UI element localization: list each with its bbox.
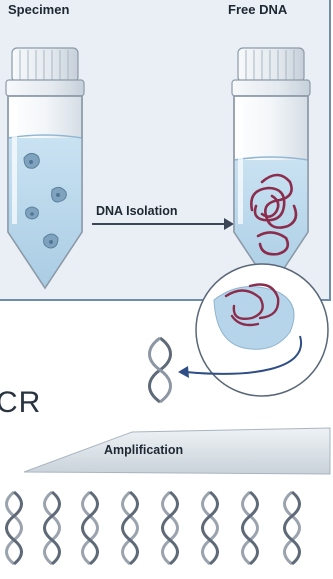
magnifier-icon bbox=[196, 264, 328, 396]
free-dna-label: Free DNA bbox=[228, 2, 287, 17]
dna-isolation-label: DNA Isolation bbox=[96, 204, 177, 218]
dna-helix-icon bbox=[243, 492, 258, 564]
dna-helix-icon bbox=[285, 492, 300, 564]
specimen-label: Specimen bbox=[8, 2, 69, 17]
dna-helix-icon bbox=[123, 492, 138, 564]
dna-helix-icon bbox=[150, 338, 171, 402]
amplified-dna-row bbox=[7, 492, 300, 564]
dna-helix-icon bbox=[83, 492, 98, 564]
amplification-label: Amplification bbox=[104, 443, 183, 457]
dna-helix-icon bbox=[45, 492, 60, 564]
dna-helix-icon bbox=[163, 492, 178, 564]
dna-helix-icon bbox=[203, 492, 218, 564]
dna-helix-icon bbox=[7, 492, 22, 564]
pcr-label: CR bbox=[0, 386, 41, 420]
